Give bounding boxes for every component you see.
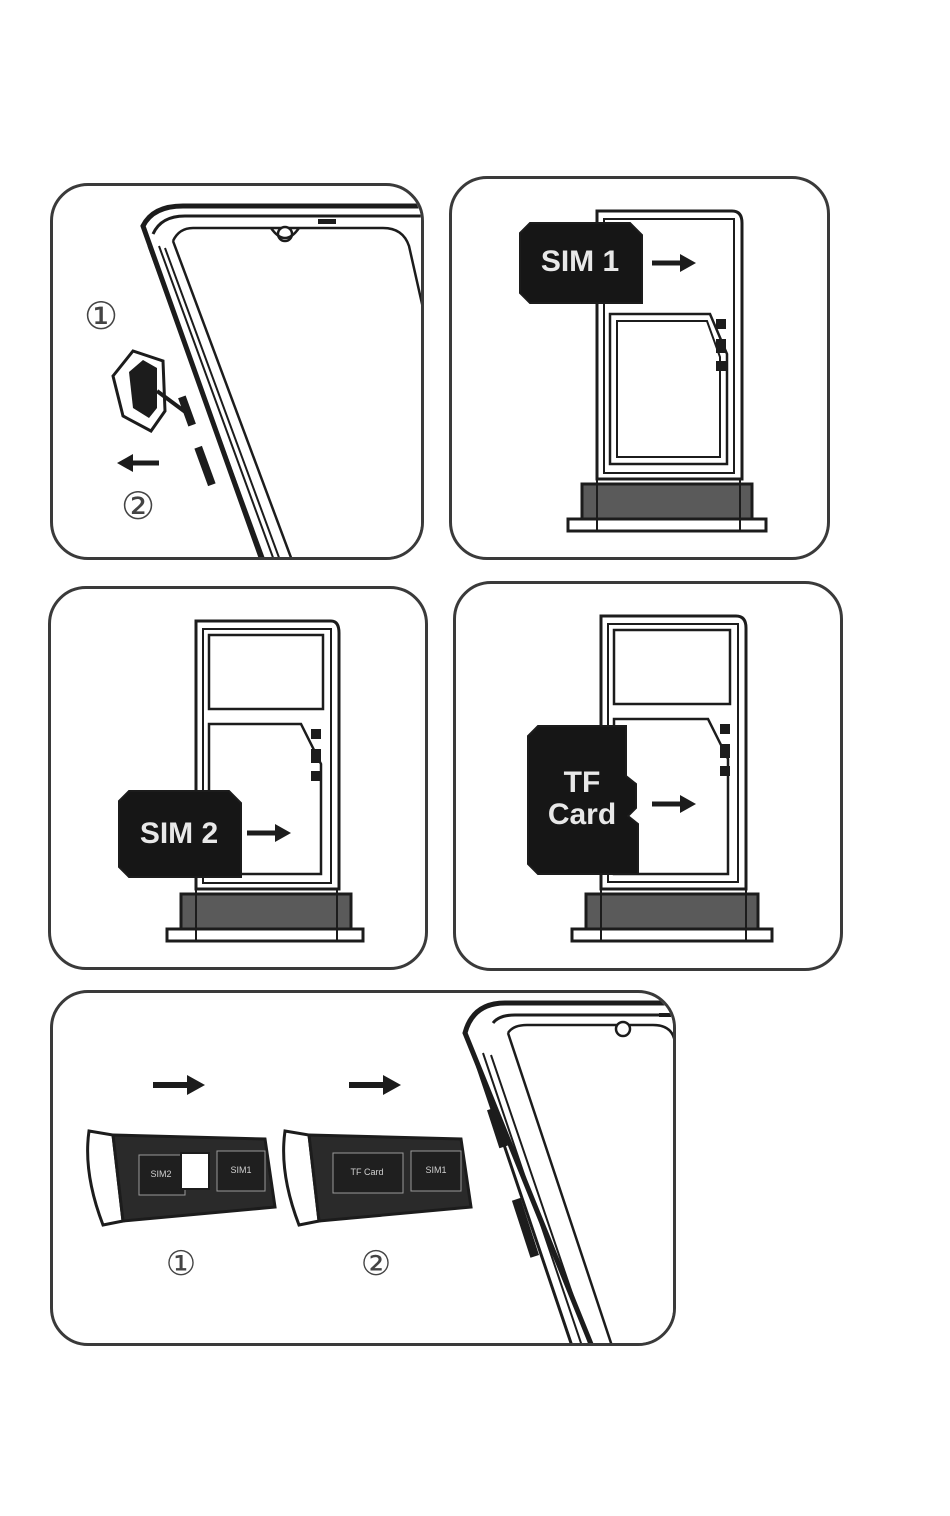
tray-option-1: SIM2 SIM1 (88, 1131, 275, 1225)
tf-card-label-line2: Card (548, 798, 616, 831)
sim2-card-label: SIM 2 (140, 817, 218, 850)
arrow-left-icon (117, 454, 159, 472)
step-number-2: ② (121, 486, 155, 528)
sim1-card: SIM 1 (520, 223, 642, 303)
step-number-1: ① (166, 1245, 196, 1283)
sim2-card: SIM 2 (119, 791, 241, 877)
step-panel-insert-sim1: SIM 1 (449, 176, 830, 560)
tray1-slot-b-label: SIM1 (230, 1165, 251, 1175)
tray-option-2: TF Card SIM1 (284, 1131, 471, 1225)
arrow-right-icon (349, 1075, 401, 1095)
tray1-slot-a-label: SIM2 (150, 1169, 171, 1179)
step-panel-insert-sim2: SIM 2 (48, 586, 428, 970)
step-panel-insert-tf-card: TF Card (453, 581, 843, 971)
step-number-1: ① (84, 296, 118, 338)
tray2-slot-a-label: TF Card (350, 1167, 383, 1177)
tray-sim1-illustration: SIM 1 (452, 179, 830, 560)
step-panel-eject-tray: ① ② (50, 183, 424, 560)
arrow-right-icon (153, 1075, 205, 1095)
tray2-slot-b-label: SIM1 (425, 1165, 446, 1175)
step-panel-reinsert-tray: SIM2 SIM1 ① TF Card SIM1 ② (50, 990, 676, 1346)
tf-card: TF Card (528, 726, 638, 874)
tray-tf-illustration: TF Card (456, 584, 843, 971)
tray-sim2-illustration: SIM 2 (51, 589, 428, 970)
reinsert-tray-illustration: SIM2 SIM1 ① TF Card SIM1 ② (53, 993, 676, 1346)
eject-pin-icon (113, 351, 188, 431)
phone-side-illustration: ① ② (53, 186, 424, 560)
sim1-card-label: SIM 1 (541, 245, 619, 278)
step-number-2: ② (361, 1245, 391, 1283)
tf-card-label-line1: TF (564, 766, 601, 799)
